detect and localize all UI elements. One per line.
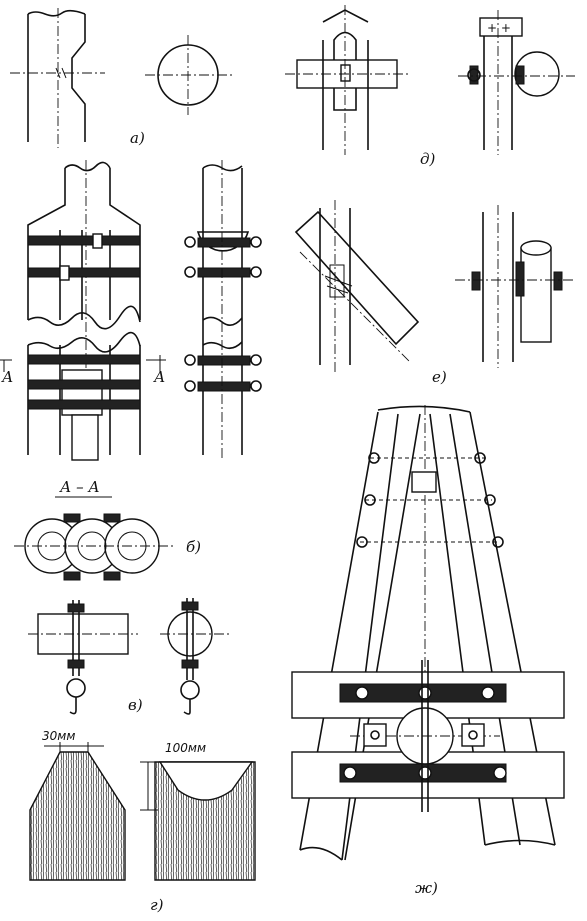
figure-b: А А А – А — [0, 160, 262, 581]
section-mark-left: А — [1, 368, 13, 386]
figure-zh: ж) — [291, 405, 565, 897]
log-round-cross-section — [145, 35, 232, 115]
a-frame-center-post — [350, 660, 500, 812]
label-v: в) — [128, 696, 143, 714]
sharpened-pile-end: 100мм — [140, 741, 256, 881]
section-mark-right: А — [153, 368, 165, 386]
figure-e: е) — [294, 200, 575, 386]
clamp-joint-front — [285, 5, 410, 155]
section-title: А – А — [59, 478, 100, 496]
svg-text:+ +: + + — [487, 21, 511, 35]
three-log-bundle-lower: А А — [0, 331, 166, 461]
sharpened-pile-side: 30мм — [29, 729, 126, 881]
round-bolt-joint — [455, 205, 575, 368]
figure-d: + + д) — [285, 5, 575, 168]
figure-a: а) — [10, 8, 232, 148]
label-b: б) — [186, 538, 201, 556]
label-a: а) — [130, 129, 145, 147]
hook-bolt-side — [28, 600, 138, 715]
a-frame-top-bolts — [356, 452, 504, 548]
label-e: е) — [432, 368, 447, 386]
label-d: д) — [420, 150, 436, 168]
three-log-bundle-front — [27, 160, 141, 460]
figure-v: в) — [28, 598, 232, 715]
dimension-depth: 100мм — [165, 741, 206, 755]
label-zh: ж) — [415, 879, 438, 897]
bolted-bundle-side — [184, 160, 262, 460]
figure-g: 30мм 100мм г) — [29, 729, 256, 914]
label-g: г) — [150, 896, 164, 914]
dimension-top-width: 30мм — [42, 729, 75, 743]
log-notch-side-view — [10, 8, 105, 148]
hook-bolt-section — [160, 598, 232, 715]
clamp-joint-side: + + — [458, 10, 575, 155]
diagonal-brace-joint — [294, 200, 420, 372]
three-log-cross-section — [14, 513, 175, 581]
